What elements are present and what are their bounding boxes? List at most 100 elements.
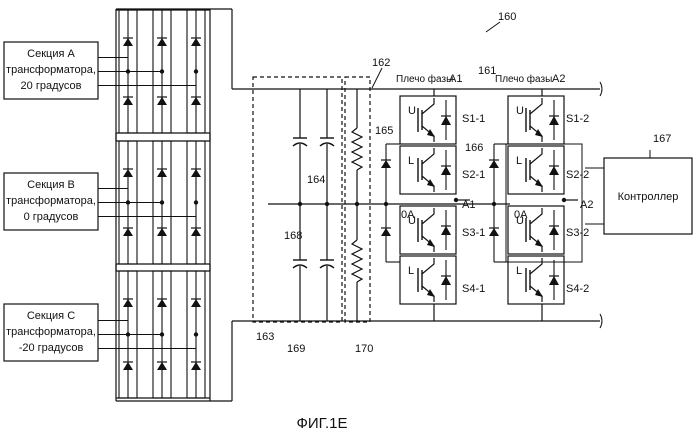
section-a-line1: Секция A (27, 48, 75, 60)
gate-letter: L (516, 155, 522, 167)
bridge-node (194, 69, 198, 73)
diode-icon (441, 116, 451, 125)
section-c-line2: трансформатора, (6, 326, 96, 338)
transformer-section-a: Секция A трансформатора, 20 градусов (4, 42, 98, 99)
switch-s1-2: S1-2 (566, 113, 589, 125)
bridge-node (194, 332, 198, 336)
diode-icon (381, 160, 391, 168)
igbt-arrow-icon (427, 129, 435, 137)
diode-icon (191, 362, 201, 370)
igbt-icon (422, 98, 434, 114)
igbt-arrow-icon (535, 239, 543, 247)
igbt-arrow-icon (427, 179, 435, 187)
cap-node (325, 202, 329, 206)
section-a-line2: трансформатора, (6, 64, 96, 76)
section-a-line3: 20 градусов (21, 80, 82, 92)
igbt-arrow-icon (427, 239, 435, 247)
igbt-icon (530, 148, 542, 164)
node-left-a: A1 (462, 199, 475, 211)
resistor-divider (352, 89, 362, 321)
switch-s4-2: S4-2 (566, 283, 589, 295)
diode-icon (191, 97, 201, 105)
ref-168: 168 (284, 230, 302, 242)
output-node (562, 198, 566, 202)
diode-icon (123, 97, 133, 105)
ref-166: 166 (465, 142, 483, 154)
gate-letter: U (516, 105, 524, 117)
ref-167: 167 (653, 133, 671, 145)
diode-icon (549, 276, 559, 285)
bridge-node (194, 200, 198, 204)
section-c-line1: Секция C (27, 310, 75, 322)
igbt-arrow-icon (535, 129, 543, 137)
phase-arm-a2-label: Плечо фазы (495, 73, 552, 85)
igbt-icon (422, 148, 434, 164)
section-b-line1: Секция B (27, 179, 75, 191)
controller: Контроллер (585, 150, 692, 234)
phase-arm-a1-label: Плечо фазы (396, 73, 453, 85)
diode-icon (549, 116, 559, 125)
diode-icon (157, 228, 167, 236)
diode-icon (441, 276, 451, 285)
diode-icon (157, 38, 167, 46)
diode-icon (157, 299, 167, 307)
diode-icon (549, 166, 559, 175)
ref-169: 169 (287, 343, 305, 355)
diode-icon (489, 160, 499, 168)
clamp-node (492, 202, 496, 206)
controller-label: Контроллер (618, 191, 679, 203)
ref-162-leader (372, 68, 382, 88)
phase-arm-a2-id: A2 (552, 73, 565, 85)
diode-icon (191, 169, 201, 177)
diode-icon (441, 226, 451, 235)
node-right-zero: 0A (514, 209, 528, 221)
ref-170: 170 (355, 343, 373, 355)
diode-icon (123, 299, 133, 307)
gate-letter: L (408, 265, 414, 277)
diode-icon (441, 166, 451, 175)
igbt-arrow-icon (535, 289, 543, 297)
diode-icon (157, 97, 167, 105)
igbt-arrow-icon (535, 179, 543, 187)
diode-icon (489, 228, 499, 236)
ref-160-arrow (486, 22, 500, 32)
igbt-icon (530, 98, 542, 114)
igbt-icon (422, 258, 434, 274)
diode-icon (123, 169, 133, 177)
node-left-zero: 0A (401, 209, 415, 221)
ref-160: 160 (498, 11, 516, 23)
gate-letter: U (408, 105, 416, 117)
igbt-icon (530, 258, 542, 274)
gate-letter: L (408, 155, 414, 167)
transformer-section-c: Секция C трансформатора, -20 градусов (4, 304, 98, 361)
ref-162: 162 (372, 57, 390, 69)
diode-icon (123, 362, 133, 370)
diode-icon (191, 228, 201, 236)
diode-icon (157, 169, 167, 177)
ref-165: 165 (375, 125, 393, 137)
clamp-node (384, 202, 388, 206)
switch-s4-1: S4-1 (462, 283, 485, 295)
diode-icon (549, 226, 559, 235)
node-right-a: A2 (580, 199, 593, 211)
rectifier-bridges (98, 9, 210, 401)
diode-icon (157, 362, 167, 370)
igbt-icon (422, 208, 434, 224)
diode-icon (191, 299, 201, 307)
transformer-section-b: Секция B трансформатора, 0 градусов (4, 173, 98, 230)
igbt-arrow-icon (427, 289, 435, 297)
igbt-icon (530, 208, 542, 224)
cap-node (298, 202, 302, 206)
output-node (454, 198, 458, 202)
switch-s2-2: S2-2 (566, 169, 589, 181)
figure-caption: ФИГ.1Е (297, 415, 348, 432)
switch-s3-2: S3-2 (566, 227, 589, 239)
switch-s1-1: S1-1 (462, 113, 485, 125)
gate-letter: L (516, 265, 522, 277)
capacitor-bank (293, 89, 334, 321)
ref-163: 163 (256, 331, 274, 343)
phase-arm-a1-id: A1 (449, 73, 462, 85)
switch-s3-1: S3-1 (462, 227, 485, 239)
diode-icon (123, 228, 133, 236)
